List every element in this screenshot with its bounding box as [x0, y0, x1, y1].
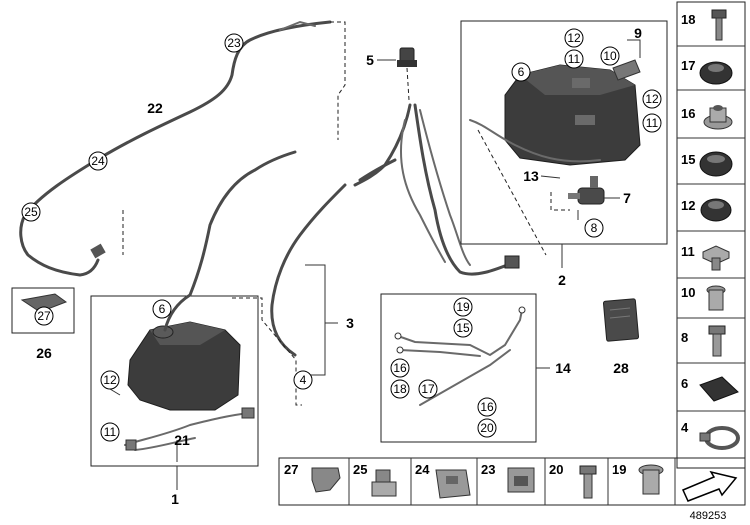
side-part-10-rivet-nut[interactable]: [706, 285, 726, 311]
callout-11: 11: [104, 425, 117, 439]
part-box-2[interactable]: [460, 20, 668, 245]
side-label-11: 11: [681, 244, 695, 259]
circled-callouts: [21, 28, 662, 442]
callout-12: 12: [103, 373, 117, 387]
callout-20: 20: [480, 421, 494, 435]
callout-8: 8: [591, 221, 598, 235]
callout-1: 1: [171, 491, 179, 507]
bottom-label-24: 24: [415, 462, 430, 477]
callout-2: 2: [558, 272, 566, 288]
valve-7[interactable]: [568, 176, 605, 205]
cap-5[interactable]: [397, 47, 417, 67]
side-part-12-grommet[interactable]: [700, 198, 732, 222]
callout-15: 15: [456, 321, 470, 335]
bottom-part-20-screw[interactable]: [579, 465, 597, 499]
callout-12: 12: [567, 31, 581, 45]
callout-17: 17: [421, 382, 435, 396]
wiring-harness-21[interactable]: [124, 407, 255, 451]
callout-6: 6: [159, 302, 166, 316]
side-part-6-pad[interactable]: [699, 376, 739, 402]
side-parts-panel: [676, 1, 746, 469]
callout-27: 27: [37, 309, 51, 323]
bottom-label-23: 23: [481, 462, 495, 477]
side-label-4: 4: [681, 420, 689, 435]
bottom-label-20: 20: [549, 462, 563, 477]
side-label-12: 12: [681, 198, 695, 213]
side-label-16: 16: [681, 106, 695, 121]
reservoir-1[interactable]: [127, 150, 297, 411]
dash-line: [406, 67, 410, 101]
dash-line: [232, 297, 302, 406]
side-part-18-screw[interactable]: [711, 9, 727, 41]
side-label-18: 18: [681, 12, 695, 27]
callout-6: 6: [518, 65, 525, 79]
bracket-assembly-14[interactable]: [394, 306, 526, 406]
part-box-1[interactable]: [90, 295, 259, 467]
callout-4: 4: [300, 373, 307, 387]
callout-14: 14: [555, 360, 571, 376]
dash-line: [330, 21, 346, 140]
callout-18: 18: [393, 382, 407, 396]
callout-9: 9: [634, 25, 642, 41]
bottom-label-27: 27: [284, 462, 298, 477]
callout-5: 5: [366, 52, 374, 68]
callout-12: 12: [645, 92, 659, 106]
leader-line: [540, 175, 561, 179]
side-label-15: 15: [681, 152, 695, 167]
part-box-26[interactable]: [11, 287, 75, 334]
side-label-8: 8: [681, 330, 688, 345]
side-label-10: 10: [681, 285, 695, 300]
callout-10: 10: [603, 49, 617, 63]
bottom-part-25-clip[interactable]: [371, 469, 397, 497]
callout-21: 21: [174, 432, 190, 448]
bottom-label-25: 25: [353, 462, 367, 477]
callout-25: 25: [24, 205, 38, 219]
side-part-17-grommet[interactable]: [699, 61, 733, 85]
callout-24: 24: [91, 154, 105, 168]
side-part-8-bolt[interactable]: [708, 325, 726, 357]
leader-line: [109, 388, 121, 396]
bracket-9[interactable]: [612, 59, 641, 81]
side-part-4-clamp[interactable]: [699, 426, 740, 450]
hose-3[interactable]: [270, 158, 397, 357]
callout-22: 22: [147, 100, 163, 116]
bottom-part-24-holder[interactable]: [435, 469, 471, 499]
arrow-icon: [681, 470, 738, 502]
callout-26: 26: [36, 345, 52, 361]
callout-16: 16: [393, 361, 407, 375]
callout-11: 11: [568, 52, 581, 66]
bottom-part-23-clip[interactable]: [507, 467, 535, 493]
callout-3: 3: [346, 315, 354, 331]
side-label-17: 17: [681, 58, 695, 73]
reservoir-6[interactable]: [469, 64, 641, 166]
dash-line: [477, 129, 547, 256]
diagram-id: 489253: [690, 510, 727, 522]
side-label-6: 6: [681, 376, 688, 391]
callout-19: 19: [456, 300, 470, 314]
callout-13: 13: [523, 168, 539, 184]
callout-7: 7: [623, 190, 631, 206]
bracket-3: [305, 264, 326, 376]
side-part-15-grommet[interactable]: [699, 151, 733, 177]
callout-23: 23: [227, 36, 241, 50]
side-part-11-nut[interactable]: [702, 245, 730, 271]
clip-27-part: [20, 293, 68, 313]
filler-hose-assembly[interactable]: [353, 103, 520, 276]
callout-16: 16: [480, 400, 494, 414]
side-part-16-bushing[interactable]: [703, 105, 733, 130]
bottom-part-19-rivet[interactable]: [638, 464, 664, 495]
bottom-parts-panel: [278, 457, 746, 506]
hose-22[interactable]: [19, 20, 332, 277]
control-unit-28[interactable]: [602, 298, 640, 342]
callout-11: 11: [646, 116, 659, 130]
bottom-label-19: 19: [612, 462, 626, 477]
bottom-part-27-clip[interactable]: [311, 467, 341, 493]
callout-28: 28: [613, 360, 629, 376]
dash-line: [550, 192, 570, 211]
leader-line: [627, 39, 641, 58]
